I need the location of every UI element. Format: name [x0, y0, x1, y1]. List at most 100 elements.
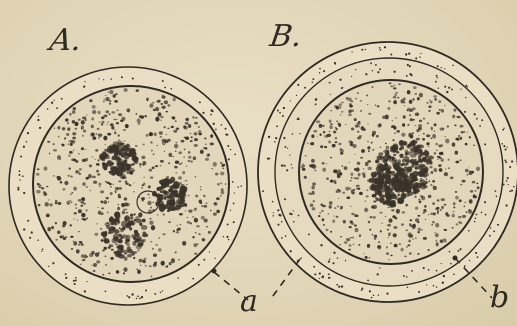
cytoplasm-granule — [188, 195, 189, 196]
cytoplasm-granule — [372, 234, 374, 236]
cytoplasm-granule — [380, 147, 382, 148]
cytoplasm-granule — [112, 238, 118, 244]
cytoplasm-granule — [103, 99, 105, 100]
cytoplasm-granule — [124, 140, 125, 141]
wall-stipple-dot — [321, 277, 322, 278]
cytoplasm-granule — [188, 124, 191, 128]
cytoplasm-granule — [127, 254, 132, 258]
cytoplasm-granule — [474, 190, 476, 192]
cytoplasm-granule — [336, 172, 340, 175]
cytoplasm-granule — [336, 189, 339, 191]
cytoplasm-granule — [103, 136, 107, 141]
cytoplasm-granule — [77, 220, 78, 221]
wall-stipple-dot — [73, 280, 75, 282]
pointer-dot-a — [212, 269, 217, 274]
cytoplasm-granule — [417, 215, 420, 217]
cytoplasm-granule — [201, 216, 205, 220]
cytoplasm-granule — [367, 104, 368, 105]
cytoplasm-granule — [72, 137, 76, 140]
cytoplasm-granule — [363, 175, 366, 178]
cytoplasm-granule — [410, 173, 414, 177]
cytoplasm-granule — [124, 208, 127, 210]
cytoplasm-granule — [365, 162, 369, 166]
cytoplasm-granule — [466, 211, 468, 213]
wall-stipple-dot — [209, 251, 210, 252]
cytoplasm-granule — [386, 252, 389, 254]
wall-stipple-dot — [481, 212, 483, 214]
cytoplasm-granule — [371, 142, 373, 144]
wall-stipple-dot — [284, 165, 286, 167]
cytoplasm-granule — [81, 148, 84, 150]
wall-stipple-dot — [506, 180, 508, 182]
cytoplasm-granule — [394, 93, 397, 96]
wall-stipple-dot — [17, 189, 19, 191]
cytoplasm-granule — [82, 135, 84, 136]
cytoplasm-granule — [186, 166, 188, 167]
cytoplasm-granule — [415, 182, 418, 185]
wall-stipple-dot — [230, 149, 231, 150]
cytoplasm-granule — [151, 150, 153, 152]
cytoplasm-granule — [359, 192, 363, 195]
cytoplasm-granule — [164, 197, 167, 200]
cytoplasm-granule — [334, 105, 337, 108]
wall-stipple-dot — [444, 86, 446, 88]
wall-stipple-dot — [420, 53, 421, 54]
cytoplasm-granule — [135, 216, 139, 220]
cytoplasm-granule — [399, 148, 403, 151]
wall-stipple-dot — [479, 125, 481, 127]
cytoplasm-granule — [448, 167, 450, 168]
cytoplasm-granule — [448, 159, 450, 161]
cytoplasm-granule — [94, 159, 95, 160]
cytoplasm-granule — [476, 167, 480, 171]
wall-stipple-dot — [474, 221, 476, 223]
cytoplasm-granule — [133, 191, 135, 192]
cytoplasm-granule — [389, 82, 392, 84]
cytoplasm-granule — [380, 230, 382, 232]
cytoplasm-granule — [357, 131, 359, 133]
wall-stipple-dot — [333, 252, 335, 254]
cytoplasm-granule — [82, 259, 86, 261]
wall-stipple-dot — [285, 235, 287, 237]
cytoplasm-granule — [418, 164, 425, 168]
cytoplasm-granule — [175, 161, 179, 164]
wall-stipple-dot — [141, 296, 143, 298]
wall-stipple-dot — [323, 70, 325, 72]
wall-stipple-dot — [449, 251, 451, 253]
cytoplasm-granule — [404, 105, 405, 106]
cytoplasm-granule — [476, 183, 478, 185]
wall-stipple-dot — [336, 284, 338, 286]
wall-stipple-dot — [279, 112, 281, 114]
cytoplasm-granule — [415, 237, 417, 239]
cytoplasm-granule — [393, 154, 396, 157]
cytoplasm-granule — [185, 137, 189, 140]
cytoplasm-granule — [89, 253, 93, 257]
cytoplasm-granule — [118, 159, 124, 165]
cytoplasm-granule — [340, 107, 342, 108]
wall-stipple-dot — [65, 273, 67, 275]
cytoplasm-granule — [57, 176, 61, 181]
wall-stipple-dot — [477, 256, 479, 258]
cytoplasm-granule — [317, 136, 318, 137]
cytoplasm-granule — [348, 140, 352, 143]
cytoplasm-granule — [155, 117, 159, 122]
cytoplasm-granule — [181, 185, 184, 188]
cytoplasm-granule — [173, 98, 176, 102]
cytoplasm-granule — [409, 100, 413, 104]
cytoplasm-granule — [358, 121, 361, 123]
wall-stipple-dot — [341, 87, 343, 89]
cytoplasm-granule — [387, 224, 391, 227]
cytoplasm-granule — [407, 108, 411, 112]
cytoplasm-granule — [141, 115, 144, 118]
wall-stipple-dot — [145, 290, 147, 292]
cytoplasm-granule — [163, 126, 165, 128]
wall-stipple-dot — [226, 134, 228, 136]
cytoplasm-granule — [374, 238, 377, 240]
cytoplasm-granule — [309, 164, 313, 167]
cytoplasm-granule — [444, 136, 446, 137]
cytoplasm-granule — [469, 199, 473, 204]
cytoplasm-granule — [312, 182, 316, 185]
wall-stipple-dot — [277, 224, 279, 226]
cytoplasm-granule — [82, 213, 84, 215]
cytoplasm-granule — [444, 105, 445, 106]
cytoplasm-granule — [69, 151, 73, 154]
